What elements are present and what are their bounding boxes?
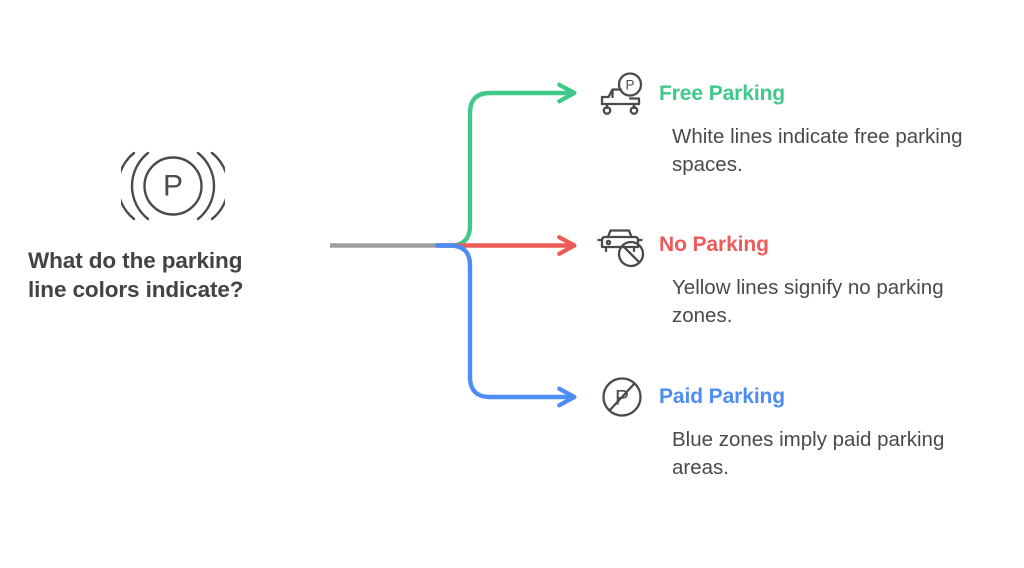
parking-sensor-icon: P	[121, 151, 225, 221]
branch-no-parking[interactable]: No Parking Yellow lines signify no parki…	[596, 219, 1016, 331]
branch-no-parking-label: No Parking	[659, 233, 769, 256]
branch-no-parking-head: No Parking	[596, 219, 1016, 271]
car-with-parking-badge-icon: P	[596, 68, 648, 120]
branch-paid-parking[interactable]: P Paid Parking Blue zones imply paid par…	[596, 371, 1016, 483]
branch-free-parking-description: White lines indicate free parking spaces…	[672, 125, 963, 177]
page-title: What do the parking line colors indicate…	[28, 247, 296, 305]
branch-free-parking-head: P Free Parking	[596, 68, 1016, 120]
branch-free-parking-label: Free Parking	[659, 82, 786, 105]
root-title-line-2: line colors indicate?	[28, 276, 244, 302]
branch-no-parking-description: Yellow lines signify no parking zones.	[672, 276, 944, 328]
branch-free-parking[interactable]: P Free Parking White lines indicate free…	[596, 68, 1016, 180]
root-icon-letter: P	[163, 170, 183, 203]
branch-paid-parking-label: Paid Parking	[659, 385, 786, 408]
branch-paid-parking-head: P Paid Parking	[596, 371, 1016, 423]
paid-parking-icon-letter: P	[615, 387, 629, 410]
root-title-line-1: What do the parking	[28, 248, 243, 273]
free-parking-icon-letter: P	[625, 77, 634, 92]
root-node: P What do the parking line colors indica…	[28, 142, 318, 305]
connector-free-parking	[434, 82, 577, 248]
root-icon-wrap: P	[28, 142, 318, 230]
connector-paid-parking	[434, 243, 577, 408]
parking-slashed-icon: P	[596, 371, 648, 423]
branch-paid-parking-description: Blue zones imply paid parking areas.	[672, 428, 945, 480]
car-prohibited-icon	[596, 219, 648, 271]
